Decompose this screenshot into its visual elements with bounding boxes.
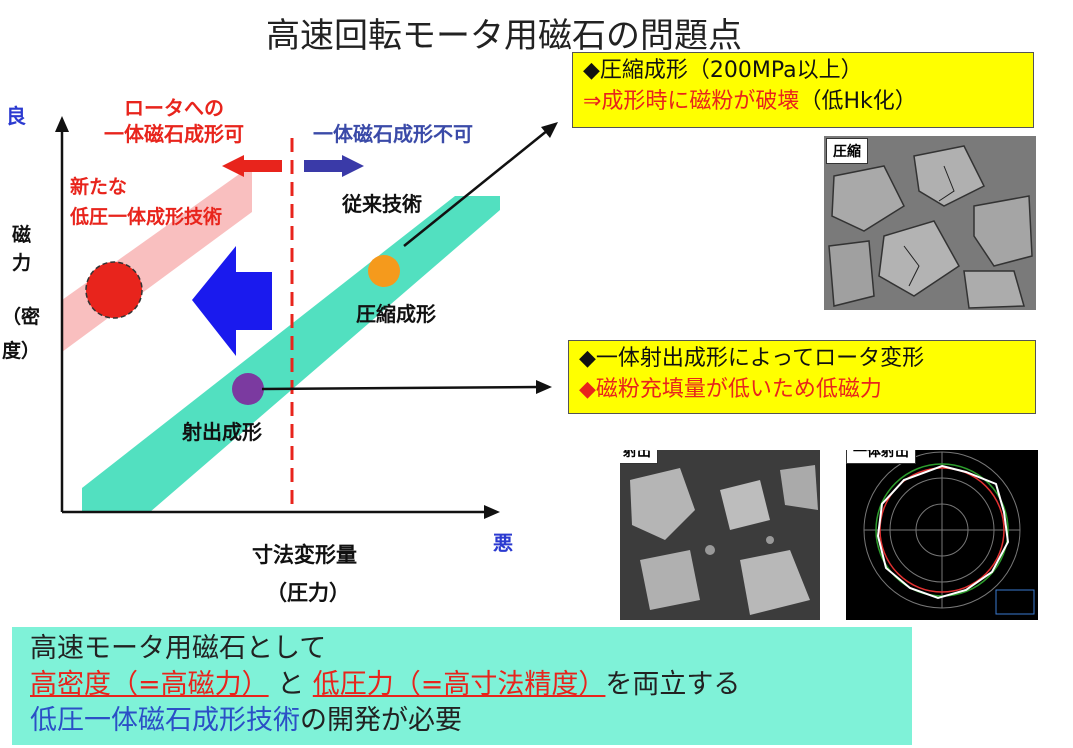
summary-and: と <box>268 669 313 700</box>
y-axis-arrowhead <box>55 116 69 132</box>
injection-micrograph: 射出 <box>620 450 820 620</box>
y-axis-label-4: 度） <box>2 340 41 362</box>
x-axis-arrowhead <box>484 505 500 519</box>
injection-molding-label: 射出成形 <box>182 420 262 444</box>
left-red-arrow <box>222 155 282 177</box>
compression-photo-tag: 圧縮 <box>826 138 868 164</box>
pointer-to-injection-callout <box>261 385 541 391</box>
y-axis-label-2: 力 <box>12 252 32 274</box>
injection-callout: ◆一体射出成形によってロータ変形 ◆磁粉充填量が低いため低磁力 <box>568 340 1036 414</box>
summary-high-density: 高密度（=高磁力） <box>30 669 269 700</box>
x-axis-label: 寸法変形量 <box>252 543 357 567</box>
new-tech-label-2: 低圧一体成形技術 <box>70 206 223 228</box>
summary-balance: を両立する <box>605 669 741 700</box>
injection-callout-line2: ◆磁粉充填量が低いため低磁力 <box>579 377 882 402</box>
summary-line-1: 高速モータ用磁石として <box>30 633 327 664</box>
big-blue-arrow <box>192 246 272 356</box>
right-blue-arrow <box>304 155 364 177</box>
compression-callout: ◆圧縮成形（200MPa以上） ⇒成形時に磁粉が破壊（低Hk化） <box>572 52 1034 128</box>
injection-dot <box>232 373 264 405</box>
pointer-arrowhead-top <box>541 122 558 138</box>
injection-micrograph-image <box>620 450 820 620</box>
compression-callout-line2-black: （低Hk化） <box>799 89 917 114</box>
compression-callout-line1: ◆圧縮成形（200MPa以上） <box>583 58 863 83</box>
pointer-arrowhead-mid <box>536 380 552 394</box>
summary-new-technology: 低圧一体磁石成形技術 <box>30 705 300 736</box>
compression-micrograph-image <box>824 136 1036 310</box>
rotor-deformation-plot <box>846 450 1038 620</box>
y-axis-good-label: 良 <box>6 104 26 128</box>
y-axis-label-1: 磁 <box>12 224 32 246</box>
compression-callout-line2: ⇒成形時に磁粉が破壊（低Hk化） <box>583 86 1023 117</box>
compression-dot <box>368 255 400 287</box>
summary-line-2: 高密度（=高磁力） と 低圧力（=高寸法精度）を両立する <box>30 667 894 703</box>
x-axis-sub-label: （圧力） <box>266 581 350 605</box>
compression-callout-line2-red: ⇒成形時に磁粉が破壊 <box>583 89 800 114</box>
conventional-tech-label: 従来技術 <box>342 192 422 216</box>
summary-development-needed: の開発が必要 <box>300 705 462 736</box>
summary-box: 高速モータ用磁石として 高密度（=高磁力） と 低圧力（=高寸法精度）を両立する… <box>12 627 912 745</box>
left-region-label-2: 一体磁石成形可 <box>104 122 244 146</box>
injection-callout-line1: ◆一体射出成形によってロータ変形 <box>579 346 925 371</box>
right-region-label: 一体磁石成形不可 <box>313 122 473 146</box>
integrated-injection-measurement: 一体射出 <box>846 450 1038 620</box>
page-title: 高速回転モータ用磁石の問題点 <box>266 16 742 56</box>
compression-molding-label: 圧縮成形 <box>356 302 436 326</box>
left-region-label-1: ロータへの <box>124 96 224 120</box>
new-tech-target-dot <box>85 261 143 319</box>
new-tech-label-1: 新たな <box>70 176 128 198</box>
pointer-to-compression-callout <box>403 129 549 247</box>
summary-low-pressure: 低圧力（=高寸法精度） <box>312 669 606 700</box>
summary-line-3: 低圧一体磁石成形技術の開発が必要 <box>30 703 894 739</box>
y-axis-label-3: （密 <box>2 306 41 328</box>
injection-photo-tag: 射出 <box>620 450 658 464</box>
compression-micrograph: 圧縮 <box>824 136 1036 310</box>
integrated-injection-photo-tag: 一体射出 <box>846 450 916 464</box>
x-axis-bad-label: 悪 <box>493 531 513 555</box>
